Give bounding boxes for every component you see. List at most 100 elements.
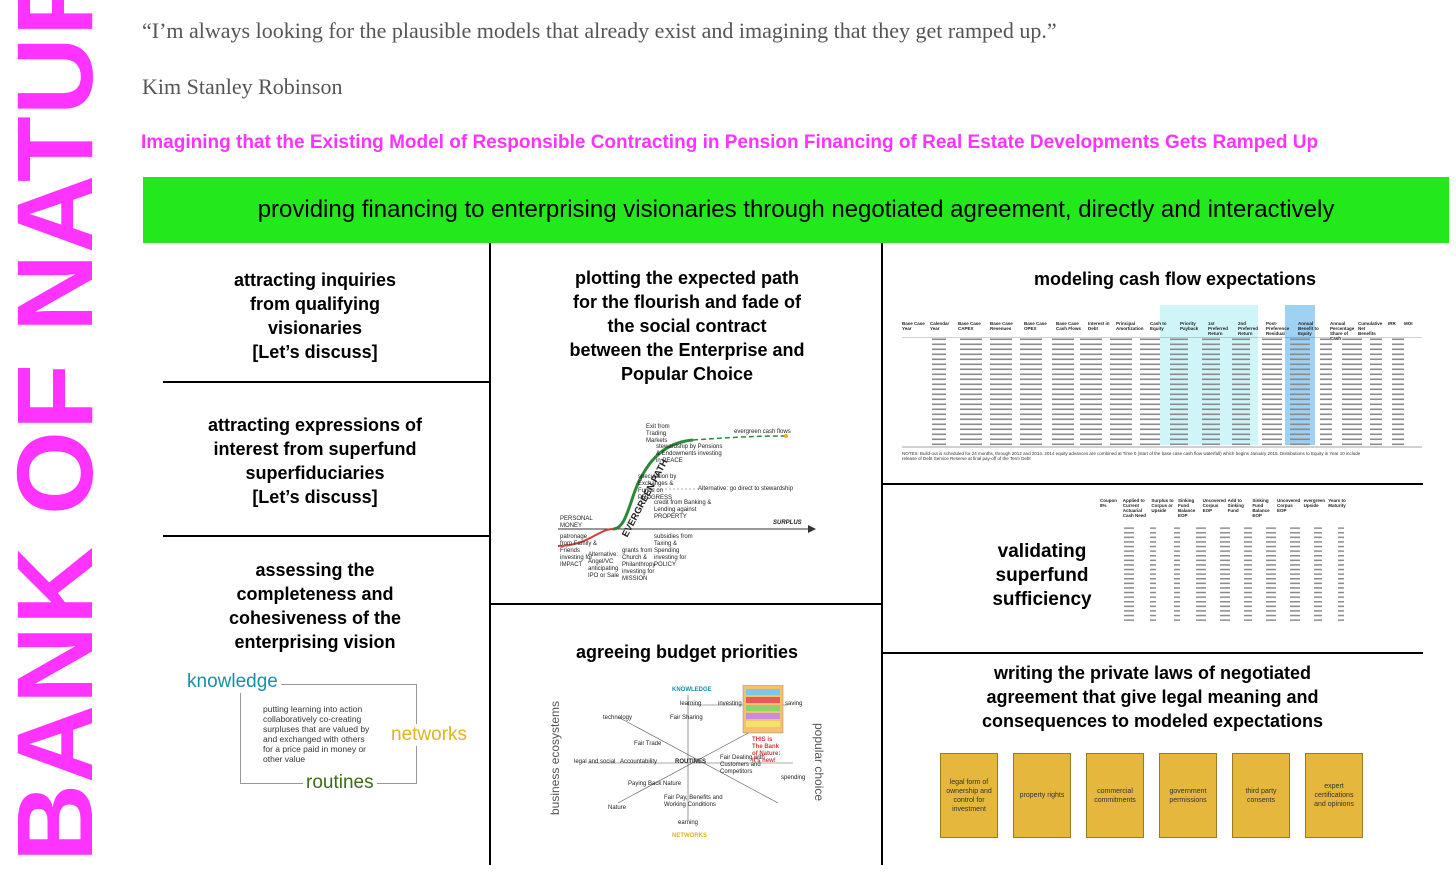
- line: agreement that give legal meaning and: [986, 687, 1319, 707]
- line: superfund: [995, 565, 1089, 586]
- label-budget-networks: NETWORKS: [672, 833, 707, 839]
- cash-flow-curve: [692, 435, 787, 441]
- line: from qualifying: [250, 294, 380, 314]
- knr-diagram: knowledge networks routines putting lear…: [185, 668, 485, 798]
- sheet2-headers: Coupon 8% Applied to Current Actuarial C…: [1100, 498, 1350, 518]
- label-budget-fair-trade: Fair Trade: [634, 741, 662, 747]
- label-credit: credit from Banking & Lending against PR…: [654, 500, 712, 520]
- label-stewardship: stewardship by Pensions & Endowments inv…: [656, 444, 723, 464]
- sheet-header: Annual Benefit to Equity: [1298, 321, 1319, 336]
- law-box-expert: expert certifications and opinions: [1305, 753, 1363, 838]
- label-budget-knowledge: KNOWLEDGE: [672, 687, 712, 693]
- budget-diagram: KNOWLEDGE learning investing saving tech…: [548, 684, 828, 840]
- axis-arrow: [808, 525, 816, 533]
- cell-modeling-cash: modeling cash flow expectations: [1033, 269, 1317, 289]
- cell-writing-laws: writing the private laws of negotiated a…: [930, 661, 1375, 733]
- banner-text: providing financing to enterprising visi…: [257, 196, 1335, 223]
- sheet2-header: Coupon 8%: [1100, 498, 1117, 508]
- cell-attracting-inquiries: attracting inquiries from qualifying vis…: [170, 268, 460, 364]
- divider-col-1: [489, 243, 491, 865]
- cell-validating-sufficiency: validating superfund sufficiency: [982, 540, 1102, 612]
- line: between the Enterprise and: [569, 340, 805, 360]
- cell-agreeing-budget: agreeing budget priorities: [575, 642, 799, 662]
- evergreen-path-diagram: EVERGREEN PATH SURPLUS evergreen cash fl…: [557, 424, 820, 594]
- line: [Let’s discuss]: [252, 487, 378, 507]
- line: and exchanged with others: [263, 734, 365, 744]
- law-box-legal-form: legal form of ownership and control for …: [940, 753, 998, 838]
- line: completeness and: [236, 584, 394, 604]
- sheet-header: Cash to Equity: [1150, 321, 1167, 331]
- sheet-header: Base Case CAPEX: [958, 321, 981, 331]
- banner: providing financing to enterprising visi…: [143, 177, 1449, 243]
- sheet-notes: NOTES: Build-out is scheduled for 24 mon…: [902, 451, 1361, 461]
- sheet-headers: Base Case Year Calendar Year Base Case C…: [902, 321, 1422, 341]
- label-budget-fair-sharing: Fair Sharing: [670, 715, 703, 721]
- law-box-property-rights: property rights: [1013, 753, 1071, 838]
- label-budget-investing: investing: [718, 701, 742, 707]
- label-subsidies: subsidies from Taxing & Spending investi…: [654, 534, 693, 568]
- label-budget-spending: spending: [781, 775, 806, 781]
- cell-plotting-path: plotting the expected path for the flour…: [537, 266, 837, 386]
- label-surplus: SURPLUS: [773, 520, 802, 526]
- sheet-header: 2nd Preferred Return: [1238, 321, 1259, 336]
- sheet2-header: Sinking Fund Balance EOP: [1252, 498, 1270, 518]
- budget-svg: [588, 684, 793, 820]
- sheet2-header: Uncovered Corpus EOP: [1202, 498, 1226, 513]
- divider-c2-a: [491, 603, 881, 605]
- line: enterprising vision: [234, 632, 396, 652]
- label-budget-business: business ecosystems: [548, 700, 562, 815]
- line: for a price paid in money or: [263, 744, 366, 754]
- sheet-header: MOI: [1404, 321, 1413, 326]
- label-budget-learning: learning: [680, 701, 702, 707]
- label-budget-legal: legal and social: [574, 759, 616, 765]
- law-boxes: legal form of ownership and control for …: [940, 753, 1430, 838]
- label-speculation: speculation by Exchanges & Funds on PROG…: [638, 474, 677, 501]
- label-budget-paying-back: Paying Back Nature: [628, 781, 682, 787]
- sheet-header: Post-Preference Residual: [1266, 321, 1290, 336]
- label-budget-routines: ROUTINES: [675, 759, 707, 765]
- quote-author: Kim Stanley Robinson: [142, 74, 343, 99]
- line: writing the private laws of negotiated: [993, 663, 1312, 683]
- cell-assessing-vision: assessing the completeness and cohesiven…: [170, 558, 460, 654]
- superfund-spreadsheet: Coupon 8% Applied to Current Actuarial C…: [1100, 498, 1350, 628]
- label-budget-bank-note: THIS is The Bank of Nature: It's new!: [752, 737, 781, 764]
- line: [Let’s discuss]: [252, 342, 378, 362]
- line: attracting expressions of: [207, 415, 423, 435]
- line: assessing the: [255, 560, 375, 580]
- label-budget-accountability: Accountability: [620, 759, 658, 765]
- knr-label-knowledge: knowledge: [187, 671, 281, 693]
- divider-c3-a: [883, 483, 1423, 485]
- divider-c1-b: [163, 535, 489, 537]
- line: putting learning into action: [263, 704, 363, 714]
- knr-label-routines: routines: [303, 772, 377, 794]
- label-personal-money: PERSONAL MONEY: [560, 516, 593, 529]
- line: Popular Choice: [620, 364, 754, 384]
- divider-col-2: [881, 243, 883, 865]
- label-evergreen-cash: evergreen cash flows: [734, 429, 791, 435]
- line: cohesiveness of the: [228, 608, 402, 628]
- knr-text: putting learning into action collaborati…: [263, 704, 369, 764]
- sheet-header: Base Case Year: [902, 321, 925, 331]
- line: superfiduciaries: [245, 463, 385, 483]
- sheet-header: Base Case Cash Flows: [1056, 321, 1082, 331]
- sheet-header: Cumulative Net Benefits: [1358, 321, 1383, 336]
- sheet2-rows: [1100, 526, 1350, 622]
- label-budget-earning: earning: [678, 820, 699, 826]
- sheet-header: Base Case Revenues: [990, 321, 1013, 331]
- subtitle: Imagining that the Existing Model of Res…: [141, 132, 1319, 153]
- line: other value: [263, 754, 306, 764]
- label-budget-fair-dealing: Fair Dealing with Customers and Competit…: [720, 755, 765, 775]
- line: validating: [997, 541, 1087, 562]
- line: collaboratively co-creating: [263, 714, 362, 724]
- end-dot: [784, 434, 788, 438]
- sheet2-header: evergreen Upside: [1303, 498, 1326, 508]
- label-patronage: patronage from Family & Friends investin…: [560, 534, 598, 568]
- sheet-header: IRR: [1388, 321, 1396, 326]
- law-box-commercial: commercial commitments: [1086, 753, 1144, 838]
- label-budget-saving: saving: [785, 701, 803, 707]
- sheet-header: Priority Payback: [1180, 321, 1199, 331]
- sheet-header: Interest in Debt: [1088, 321, 1110, 331]
- sheet2-header: Uncovered Corpus EOP: [1276, 498, 1301, 513]
- law-box-third-party: third party consents: [1232, 753, 1290, 838]
- line: sufficiency: [992, 589, 1092, 610]
